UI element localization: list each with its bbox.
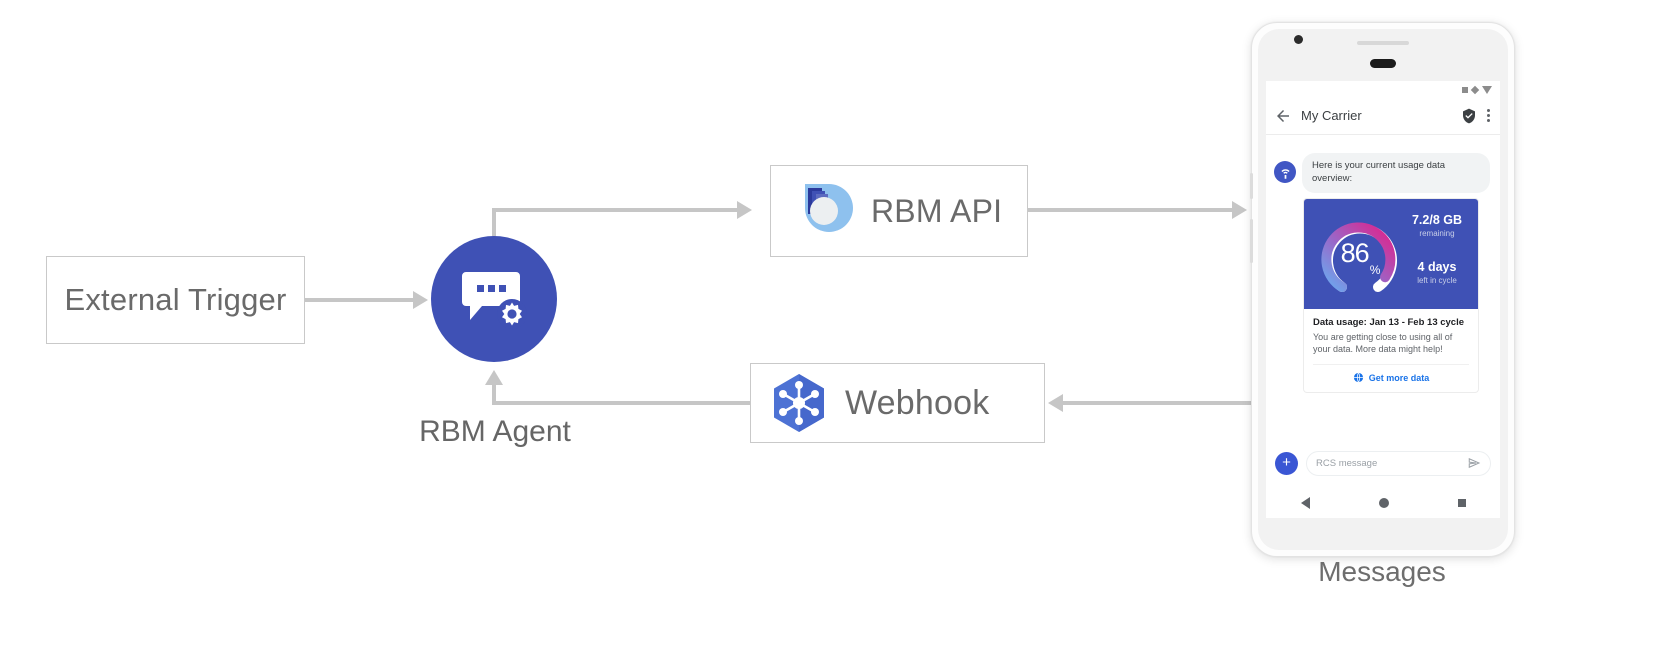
arrowhead-agent-to-api bbox=[737, 201, 752, 219]
gauge-unit: % bbox=[1369, 262, 1381, 277]
gauge-value: 86 % bbox=[1316, 209, 1404, 299]
app-bar-title: My Carrier bbox=[1301, 108, 1362, 123]
verified-shield-icon[interactable] bbox=[1461, 108, 1477, 124]
earpiece bbox=[1370, 59, 1396, 68]
overflow-dot bbox=[1487, 109, 1490, 112]
stat-data-remaining: 7.2/8 GB remaining bbox=[1404, 213, 1470, 238]
rich-card-body: Data usage: Jan 13 - Feb 13 cycle You ar… bbox=[1304, 309, 1478, 393]
arrowhead-device-to-webhook bbox=[1048, 394, 1063, 412]
conversation-area: Here is your current usage data overview… bbox=[1266, 135, 1500, 393]
nav-recents-icon[interactable] bbox=[1457, 499, 1466, 507]
stat-caption: remaining bbox=[1419, 228, 1455, 238]
front-camera bbox=[1294, 35, 1303, 44]
connector-agent-to-api bbox=[492, 208, 737, 212]
gauge-arc-icon bbox=[1321, 222, 1397, 292]
usage-stats: 7.2/8 GB remaining 4 days left in cycle bbox=[1404, 213, 1470, 285]
webhook-label: Webhook bbox=[845, 383, 990, 422]
nav-back-icon[interactable] bbox=[1300, 497, 1310, 509]
message-composer: + RCS message bbox=[1266, 442, 1500, 484]
send-icon[interactable] bbox=[1467, 457, 1481, 469]
overflow-dot bbox=[1487, 114, 1490, 117]
arrowhead-trigger-to-agent bbox=[413, 291, 428, 309]
back-arrow-icon[interactable] bbox=[1274, 107, 1292, 125]
rbm-api-label: RBM API bbox=[871, 192, 1003, 229]
external-trigger-node[interactable]: External Trigger bbox=[46, 256, 305, 344]
diamond-icon bbox=[1470, 85, 1480, 95]
plus-icon[interactable]: + bbox=[1275, 451, 1298, 475]
power-button[interactable] bbox=[1250, 173, 1253, 199]
connector-device-to-webhook bbox=[1063, 401, 1253, 405]
bot-message-row: Here is your current usage data overview… bbox=[1274, 153, 1490, 193]
overflow-menu-icon[interactable] bbox=[1485, 107, 1492, 124]
get-more-data-label: Get more data bbox=[1368, 372, 1430, 383]
stat-caption: left in cycle bbox=[1417, 275, 1457, 285]
rbm-agent-label: RBM Agent bbox=[419, 415, 571, 448]
arrowhead-webhook-to-agent bbox=[485, 370, 503, 385]
connector-trigger-to-agent bbox=[305, 298, 413, 302]
device-mockup: My Carrier bbox=[1250, 22, 1515, 557]
globe-icon bbox=[1353, 372, 1363, 383]
connector-webhook-to-agent bbox=[496, 401, 752, 405]
gauge-number: 86 bbox=[1340, 238, 1370, 269]
stat-value: 7.2/8 GB bbox=[1411, 212, 1463, 227]
stat-value: 4 days bbox=[1417, 259, 1457, 274]
top-speaker-grille bbox=[1357, 41, 1409, 45]
square-icon bbox=[1462, 87, 1468, 93]
bot-message-bubble: Here is your current usage data overview… bbox=[1302, 153, 1490, 193]
overflow-dot bbox=[1487, 119, 1490, 122]
rcs-message-input[interactable]: RCS message bbox=[1306, 450, 1491, 476]
cloud-functions-hexagon-icon bbox=[774, 374, 824, 432]
stat-days-left: 4 days left in cycle bbox=[1404, 260, 1470, 285]
connector-api-to-device bbox=[1028, 208, 1232, 212]
rich-card[interactable]: 86 % 7.2/8 GB remaining 4 days lef bbox=[1304, 198, 1478, 393]
nav-home-icon[interactable] bbox=[1378, 498, 1389, 508]
android-nav-bar bbox=[1266, 488, 1500, 518]
arrowhead-api-to-device bbox=[1232, 201, 1247, 219]
app-bar: My Carrier bbox=[1266, 97, 1500, 135]
get-more-data-button[interactable]: Get more data bbox=[1313, 364, 1469, 383]
rich-card-description: You are getting close to using all of yo… bbox=[1313, 331, 1453, 355]
wifi-tower-icon bbox=[1280, 168, 1290, 179]
device-caption: Messages bbox=[1318, 556, 1446, 587]
rbm-api-icon bbox=[805, 184, 853, 232]
device-screen: My Carrier bbox=[1266, 81, 1500, 518]
rich-card-hero: 86 % 7.2/8 GB remaining 4 days lef bbox=[1304, 198, 1478, 309]
volume-button[interactable] bbox=[1250, 219, 1253, 263]
rbm-agent-node[interactable] bbox=[431, 236, 557, 362]
rcs-message-placeholder: RCS message bbox=[1316, 457, 1378, 469]
rich-card-title: Data usage: Jan 13 - Feb 13 cycle bbox=[1313, 316, 1465, 328]
connector-agent-up bbox=[492, 208, 496, 244]
usage-gauge: 86 % bbox=[1316, 209, 1404, 299]
carrier-bot-avatar-icon bbox=[1274, 161, 1296, 183]
rbm-api-node[interactable]: RBM API bbox=[770, 165, 1028, 257]
external-trigger-label: External Trigger bbox=[64, 282, 287, 317]
connector-webhook-up bbox=[492, 385, 496, 405]
status-bar bbox=[1266, 81, 1500, 97]
triangle-down-icon bbox=[1482, 86, 1492, 94]
webhook-node[interactable]: Webhook bbox=[750, 363, 1045, 443]
chat-bubble-gear-icon bbox=[462, 272, 527, 329]
